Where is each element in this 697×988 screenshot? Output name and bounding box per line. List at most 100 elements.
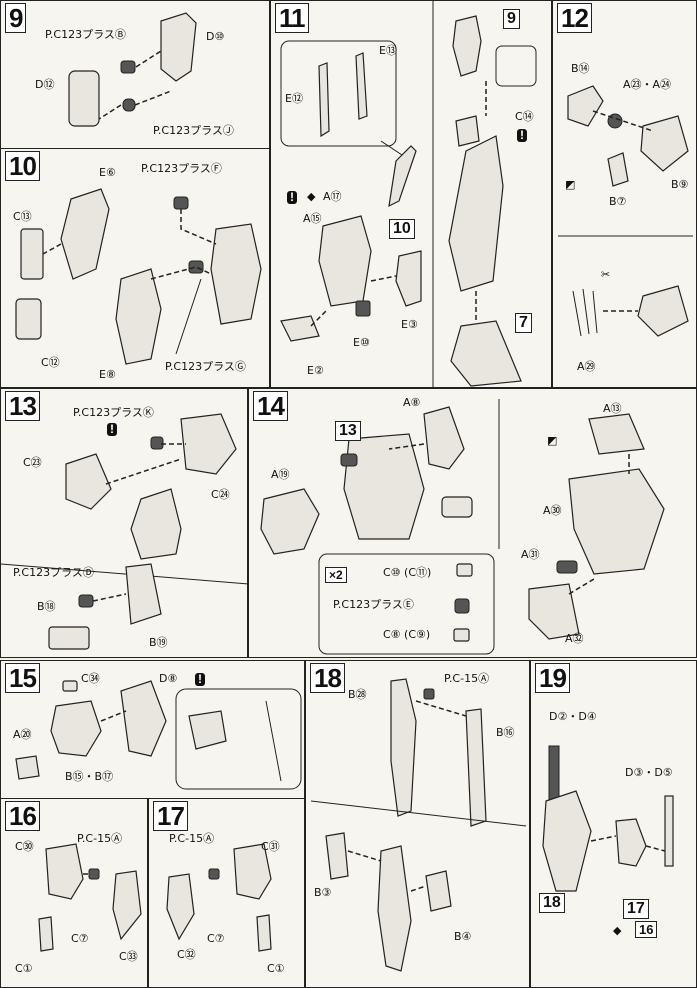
part-label: A⑲	[271, 468, 290, 481]
part-label: A⑳	[13, 728, 32, 741]
step-number: 19	[535, 663, 570, 693]
part-label: A⑬	[603, 402, 622, 415]
part-label: E⑬	[379, 44, 397, 57]
part-label: B③	[314, 886, 332, 899]
step-18-diagram	[310, 678, 527, 972]
step-16-diagram	[38, 843, 142, 952]
part-label: P.C123プラスⓀ	[73, 406, 154, 419]
step-19-panel: 19 D②・D④ D③・D⑤ 18 17 ◆ 16	[530, 660, 697, 988]
part-label: B⑯	[496, 726, 515, 739]
step-number: 12	[557, 3, 592, 33]
step-ref-badge: 10	[389, 219, 415, 239]
part-label: D②・D④	[549, 710, 597, 723]
exclamation-icon: !	[107, 423, 117, 436]
part-label: A㉛	[521, 548, 540, 561]
part-label: B⑮・B⑰	[65, 770, 114, 783]
part-label: E⑥	[99, 166, 116, 179]
part-label: C⑭	[515, 110, 534, 123]
step-13-diagram	[1, 413, 247, 650]
step-10-diagram	[15, 188, 262, 365]
exclamation-icon: !	[287, 191, 297, 204]
step-16-panel: 16 C㉚ P.C-15Ⓐ C⑦ C① C㉝	[0, 798, 148, 988]
step-15-diagram	[15, 680, 302, 790]
part-label: C㉔	[211, 488, 230, 501]
exclamation-icon: !	[517, 129, 527, 142]
part-label: B⑲	[149, 636, 168, 649]
part-label: C⑬	[13, 210, 32, 223]
part-label: E⑫	[285, 92, 303, 105]
step-10-panel: 10 E⑥ P.C123プラスⒻ C⑬ C⑫ E⑧ P.C123プラスⒼ	[0, 148, 270, 388]
step-17-diagram	[166, 843, 272, 952]
part-label: P.C123プラスⒼ	[165, 360, 246, 373]
rotate-icon: ◆	[613, 924, 622, 937]
part-label: C⑦	[207, 932, 225, 945]
step-number: 14	[253, 391, 288, 421]
part-label: E②	[307, 364, 324, 377]
part-label: C㉚	[15, 840, 34, 853]
part-label: D③・D⑤	[625, 766, 673, 779]
step-number: 17	[153, 801, 188, 831]
step-number: 10	[5, 151, 40, 181]
step-number: 15	[5, 663, 40, 693]
step-18-panel: 18 B㉘ P.C-15Ⓐ B⑯ B③ B④	[305, 660, 530, 988]
step-9-diagram	[68, 12, 197, 127]
rotate-icon: ◆	[307, 190, 316, 203]
part-label: A㉙	[577, 360, 596, 373]
part-label: C⑧ (C⑨)	[383, 628, 431, 641]
part-label: B④	[454, 930, 472, 943]
part-label: C㉛	[261, 840, 280, 853]
part-label: B㉘	[348, 688, 367, 701]
part-label: P.C123プラスⒻ	[141, 162, 222, 175]
part-label: C㉞	[81, 672, 100, 685]
cut-icon: ✂	[601, 268, 611, 281]
step-ref-badge: 9	[503, 9, 520, 29]
step-12-panel: 12 B⑭ A㉓・A㉔ B⑦ B⑨ A㉙ ◩ ✂	[552, 0, 697, 388]
part-label: D⑩	[206, 30, 225, 43]
step-number: 16	[5, 801, 40, 831]
part-label: A⑮	[303, 212, 322, 225]
step-number: 18	[310, 663, 345, 693]
sticker-icon: ◩	[547, 434, 558, 447]
part-label: C①	[15, 962, 33, 975]
part-label: A㉓・A㉔	[623, 78, 672, 91]
part-label: C㉜	[177, 948, 196, 961]
part-label: D⑧	[159, 672, 178, 685]
part-label: P.C123プラスⒺ	[333, 598, 414, 611]
step-number: 13	[5, 391, 40, 421]
step-ref-badge: 7	[515, 313, 532, 333]
part-label: P.C-15Ⓐ	[77, 832, 123, 845]
part-label: B⑭	[571, 62, 590, 75]
step-number: 9	[5, 3, 27, 33]
step-13-panel: 13 P.C123プラスⓀ ! C㉓ C㉔ P.C123プラスⒹ B⑱ B⑲	[0, 388, 248, 658]
part-label: B⑱	[37, 600, 56, 613]
part-label: C㉓	[23, 456, 42, 469]
part-label: P.C123プラスⒹ	[13, 566, 94, 579]
step-11-diagram	[280, 1, 537, 387]
exclamation-icon: !	[195, 673, 205, 686]
part-label: A㉚	[543, 504, 562, 517]
step-9-panel: 9 P.C123プラスⒷ D⑩ D⑫ P.C123プラスⒿ	[0, 0, 270, 150]
step-ref-badge: 17	[623, 899, 649, 919]
step-15-panel: 15 C㉞ D⑧ ! A⑳ B⑮・B⑰	[0, 660, 305, 800]
part-label: A⑰	[323, 190, 342, 203]
step-14-panel: 14 A⑧ 13 A⑲ A⑬ ◩ A㉚ A㉛ A㉜ ×2 C⑩	[248, 388, 697, 658]
part-label: E③	[401, 318, 418, 331]
part-label: A⑧	[403, 396, 421, 409]
part-label: E⑧	[99, 368, 116, 381]
part-label: C⑫	[41, 356, 60, 369]
step-17-panel: 17 P.C-15Ⓐ C㉛ C㉜ C⑦ C①	[148, 798, 305, 988]
part-label: P.C123プラスⒷ	[45, 28, 126, 41]
step-ref-badge: 18	[539, 893, 565, 913]
part-label: P.C-15Ⓐ	[444, 672, 490, 685]
multiplier-badge: ×2	[325, 567, 347, 583]
step-11-panel: 11 E⑬ E⑫ ! ◆ A⑰ 10 A⑮ E③	[270, 0, 552, 388]
part-label: B⑦	[609, 195, 627, 208]
part-label: P.C-15Ⓐ	[169, 832, 215, 845]
part-label: D⑫	[35, 78, 55, 91]
part-label: C㉝	[119, 950, 138, 963]
step-14-diagram	[260, 399, 665, 655]
step-number: 11	[275, 3, 309, 33]
step-19-diagram	[542, 745, 674, 892]
sticker-icon: ◩	[565, 178, 576, 191]
